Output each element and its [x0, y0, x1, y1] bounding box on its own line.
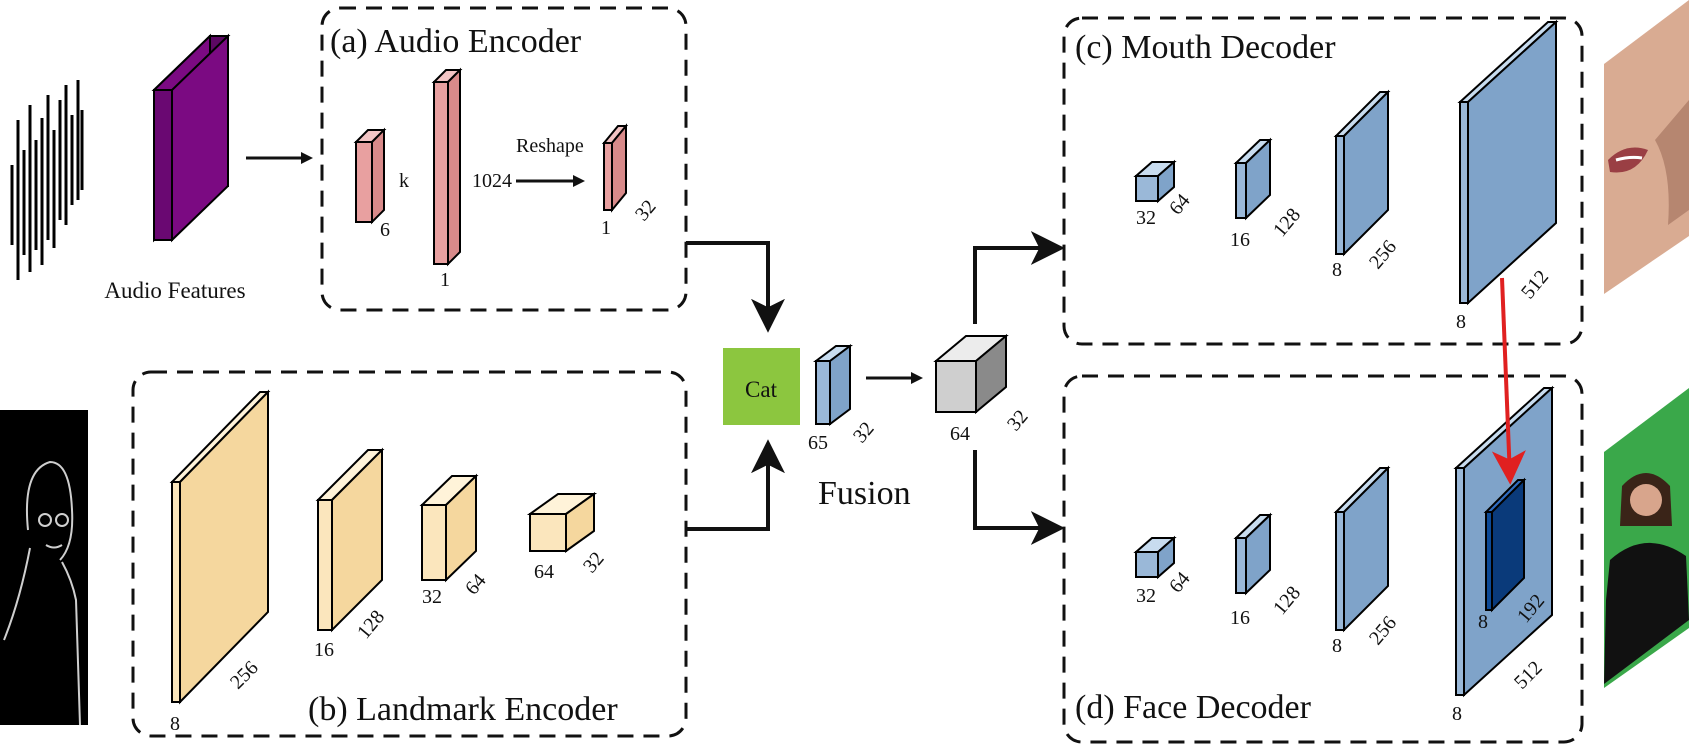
audio-dim-k: k	[399, 170, 409, 192]
landmark-block-2	[315, 447, 385, 633]
mouth-decoder-title: (c) Mouth Decoder	[1075, 29, 1336, 66]
face-dim-8b: 8	[1478, 611, 1488, 633]
landmark-block-3	[419, 473, 479, 583]
landmark-dim-256: 256	[226, 657, 263, 694]
audio-dim-1024: 1024	[472, 170, 512, 192]
mouth-to-face-arrow	[1491, 277, 1526, 485]
cat-label: Cat	[745, 377, 778, 402]
mouth-dim-512: 512	[1517, 266, 1553, 303]
face-output-image	[1604, 388, 1689, 688]
mouth-dim-16: 16	[1230, 229, 1250, 251]
audio-dim-1: 1	[440, 269, 450, 291]
landmark-encoder-box	[131, 370, 688, 738]
cat-box	[723, 348, 800, 425]
audio-features-block	[151, 33, 231, 243]
cat-output-block	[813, 344, 853, 426]
face-dim-512: 512	[1510, 657, 1547, 694]
landmark-encoder-title: (b) Landmark Encoder	[308, 691, 618, 728]
mouth-output-image	[1604, 0, 1689, 294]
landmark-dim-16: 16	[314, 639, 334, 661]
cat-dim-65: 65	[808, 432, 828, 454]
audio-encoder-box	[320, 6, 688, 312]
reshape-label: Reshape	[516, 135, 584, 157]
mouth-dim-64: 64	[1165, 190, 1195, 219]
face-inner-block	[1483, 477, 1527, 613]
mouth-dim-8b: 8	[1456, 311, 1466, 333]
landmark-dim-64b: 64	[534, 561, 554, 583]
face-dim-8c: 8	[1452, 703, 1462, 725]
cat-dim-32: 32	[849, 418, 879, 447]
landmark-block-4	[526, 492, 598, 553]
face-dim-8: 8	[1332, 635, 1342, 657]
mouth-decoder-box	[1062, 16, 1584, 346]
landmark-block-1	[169, 389, 271, 705]
audio-waveform-image	[10, 80, 84, 280]
audio-dim-32: 32	[631, 196, 661, 225]
arrow-fusion-to-face	[973, 450, 1065, 545]
face-decoder-box	[1062, 374, 1584, 744]
audio-dim-1b: 1	[601, 217, 611, 239]
mouth-block-1	[1133, 159, 1177, 204]
mouth-dim-128: 128	[1269, 204, 1305, 241]
face-block-3	[1333, 465, 1391, 633]
audio-block-2	[431, 67, 463, 267]
landmark-dim-128: 128	[353, 606, 389, 643]
face-dim-32: 32	[1136, 585, 1156, 607]
mouth-dim-256: 256	[1365, 236, 1401, 273]
fusion-block	[933, 333, 1009, 415]
audio-block-1	[353, 127, 387, 225]
arrow-audio-to-cat	[686, 241, 785, 333]
fusion-dim-32: 32	[1003, 406, 1033, 435]
landmark-dim-32: 32	[422, 586, 442, 608]
audio-block-3	[601, 123, 629, 213]
audio-encoder-title: (a) Audio Encoder	[330, 23, 582, 60]
fusion-dim-64: 64	[950, 423, 970, 445]
face-block-1	[1133, 535, 1177, 580]
face-dim-64: 64	[1165, 568, 1195, 597]
face-decoder-title: (d) Face Decoder	[1075, 689, 1312, 726]
arrow-landmark-to-cat	[686, 439, 785, 531]
landmark-image	[0, 410, 88, 726]
mouth-block-4	[1457, 19, 1559, 306]
mouth-dim-32: 32	[1136, 207, 1156, 229]
landmark-dim-32b: 32	[579, 548, 609, 577]
mouth-block-3	[1333, 89, 1391, 257]
landmark-dim-8: 8	[170, 713, 180, 735]
arrow-fusion-to-mouth	[973, 231, 1065, 324]
landmark-dim-64: 64	[461, 570, 491, 599]
fusion-label: Fusion	[818, 475, 911, 512]
face-dim-128: 128	[1269, 582, 1305, 619]
audio-dim-6: 6	[380, 219, 390, 241]
audio-features-label: Audio Features	[104, 278, 245, 303]
mouth-dim-8: 8	[1332, 259, 1342, 281]
face-dim-256: 256	[1365, 612, 1401, 649]
face-block-2	[1233, 512, 1273, 596]
face-dim-16: 16	[1230, 607, 1250, 629]
mouth-block-2	[1233, 137, 1273, 221]
